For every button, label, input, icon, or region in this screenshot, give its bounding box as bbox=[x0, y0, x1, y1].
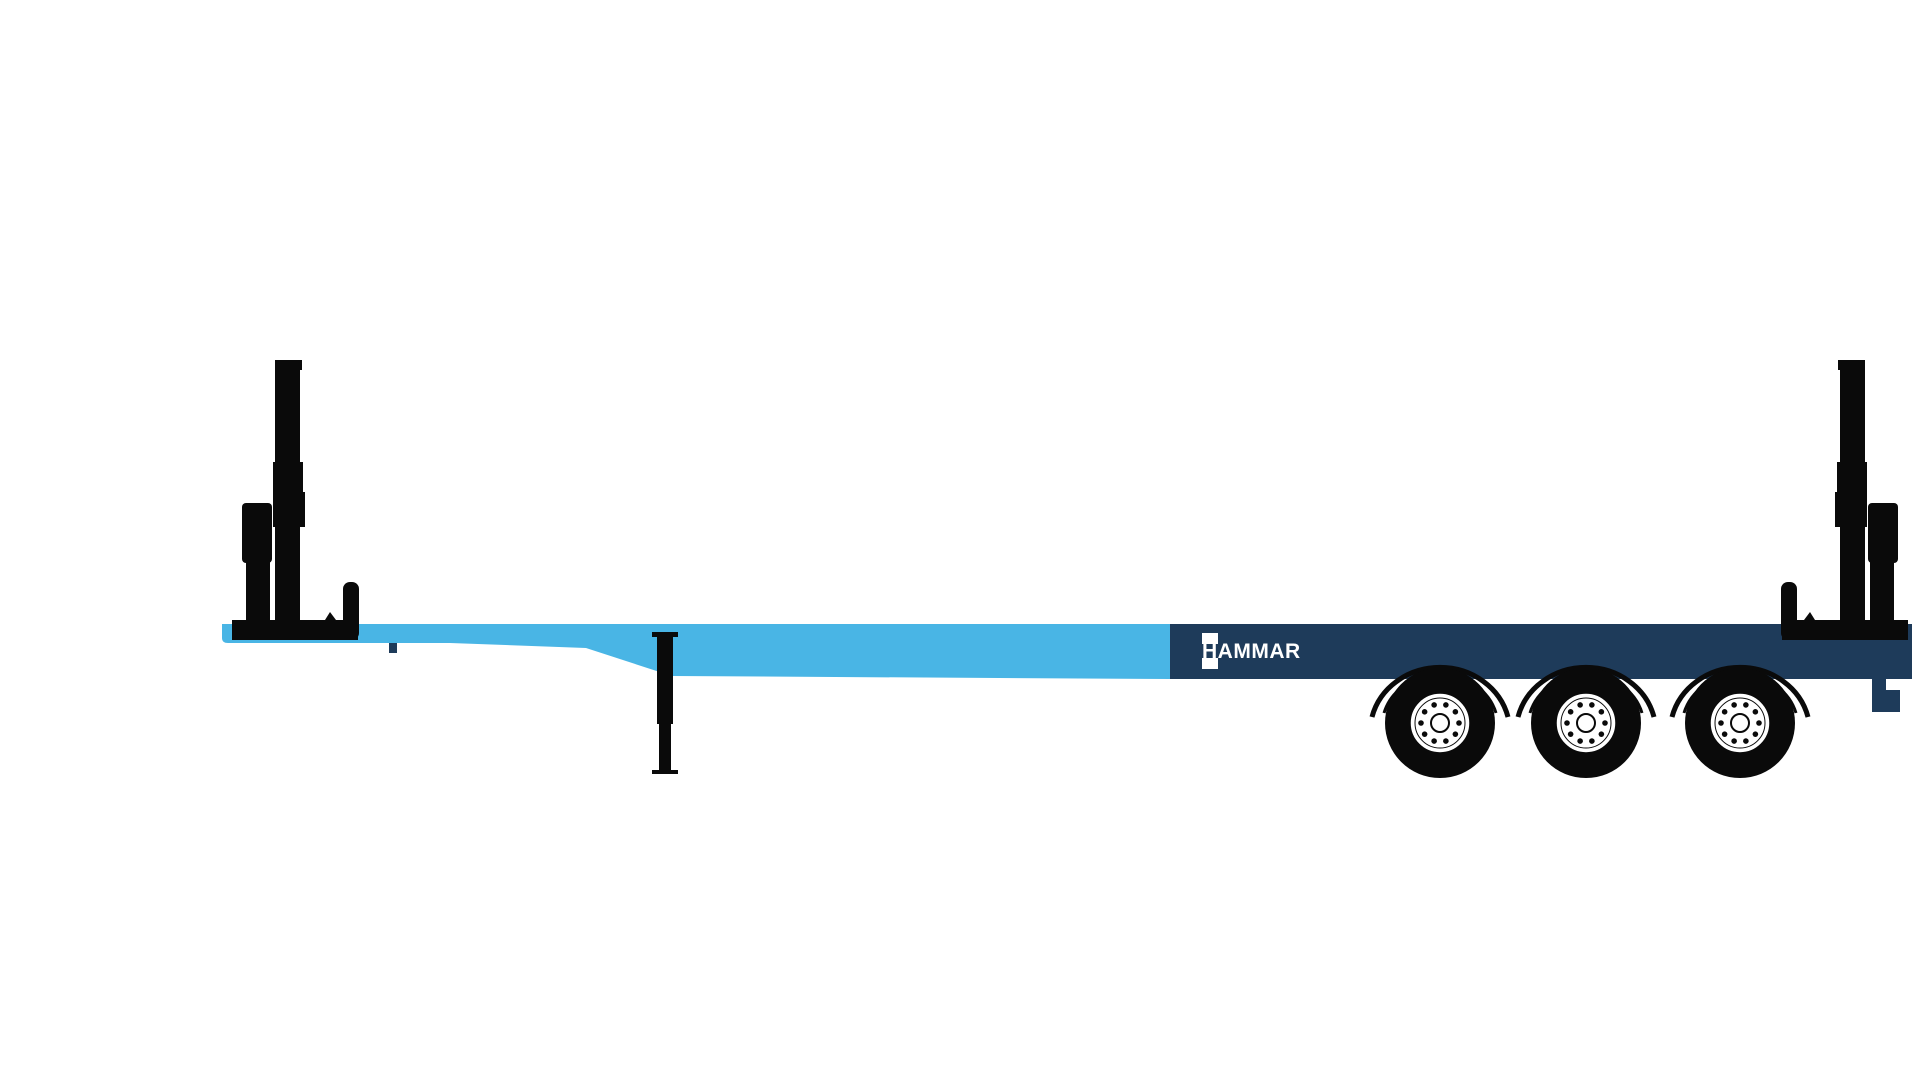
front-lifting-tower bbox=[232, 360, 359, 640]
landing-leg bbox=[652, 632, 678, 774]
lug-hole bbox=[1731, 738, 1737, 744]
fender bbox=[1369, 665, 1511, 718]
lug-hole bbox=[1421, 709, 1428, 715]
hub-ring bbox=[1414, 697, 1466, 749]
hub-center bbox=[1576, 713, 1596, 733]
lug-hole bbox=[1567, 709, 1574, 715]
hub-ring bbox=[1714, 697, 1766, 749]
lug-hole bbox=[1602, 720, 1608, 726]
lug-hole bbox=[1752, 731, 1759, 737]
lug-hole bbox=[1589, 702, 1595, 708]
hub-center bbox=[1430, 713, 1450, 733]
hub-ring bbox=[1560, 697, 1612, 749]
fender bbox=[1669, 665, 1811, 718]
lug-hole bbox=[1418, 720, 1424, 726]
lug-hole bbox=[1564, 720, 1570, 726]
lug-hole bbox=[1721, 731, 1728, 737]
lug-hole bbox=[1452, 709, 1459, 715]
lug-hole bbox=[1721, 709, 1728, 715]
lug-hole bbox=[1718, 720, 1724, 726]
brand-name: HAMMAR bbox=[1202, 640, 1301, 663]
hub-center bbox=[1730, 713, 1750, 733]
lug-hole bbox=[1731, 702, 1737, 708]
lug-hole bbox=[1431, 738, 1437, 744]
lug-hole bbox=[1743, 738, 1749, 744]
logo-mark-top bbox=[1202, 633, 1218, 644]
lug-hole bbox=[1598, 709, 1605, 715]
wheel-3 bbox=[1669, 665, 1811, 778]
lug-hole bbox=[1443, 702, 1449, 708]
lug-hole bbox=[1567, 731, 1574, 737]
lug-hole bbox=[1577, 738, 1583, 744]
axle-group bbox=[1369, 665, 1811, 778]
lug-hole bbox=[1756, 720, 1762, 726]
wheel-1 bbox=[1369, 665, 1511, 778]
wheel-2 bbox=[1515, 665, 1657, 778]
lug-hole bbox=[1752, 709, 1759, 715]
lug-hole bbox=[1743, 702, 1749, 708]
kingpin bbox=[389, 643, 397, 653]
lug-hole bbox=[1577, 702, 1583, 708]
lug-hole bbox=[1456, 720, 1462, 726]
lug-hole bbox=[1452, 731, 1459, 737]
lug-hole bbox=[1443, 738, 1449, 744]
rear-lifting-tower bbox=[1781, 360, 1908, 640]
front-frame bbox=[222, 624, 1170, 679]
lug-hole bbox=[1598, 731, 1605, 737]
brand-logo: HAMMAR bbox=[1202, 633, 1301, 669]
lug-hole bbox=[1589, 738, 1595, 744]
rear-bumper bbox=[1872, 679, 1900, 712]
lug-hole bbox=[1421, 731, 1428, 737]
logo-mark-bottom bbox=[1202, 658, 1218, 669]
lug-hole bbox=[1431, 702, 1437, 708]
fender bbox=[1515, 665, 1657, 718]
